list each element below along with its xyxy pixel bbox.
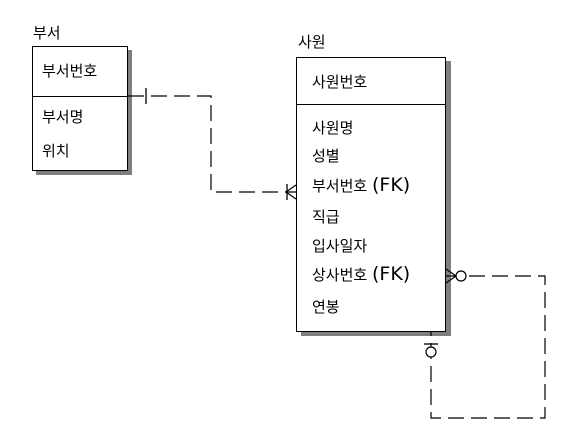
crowfoot-emp-end-top [285, 184, 297, 193]
entity-box-emp[interactable]: 사원번호 사원명 성별 부서번호 (FK) 직급 입사일자 상사번호 (FK) … [296, 57, 446, 332]
attr-emp-gender-label: 성별 [312, 147, 340, 165]
attr-emp-salary-label: 연봉 [312, 298, 340, 316]
crowfoot-manager-end-bottom [445, 275, 457, 284]
attr-emp-hire-date: 입사일자 [312, 237, 367, 255]
attr-emp-manager-no: 상사번호 (FK) [312, 263, 411, 285]
pk-separator-emp [297, 104, 445, 105]
entity-title-dept: 부서 [33, 24, 61, 42]
entity-box-dept[interactable]: 부서번호 부서명 위치 [32, 46, 128, 171]
fk-marker-dept-no: (FK) [371, 174, 411, 196]
attr-dept-location: 위치 [42, 142, 70, 160]
pk-separator-dept [33, 96, 127, 97]
attr-emp-hire-date-label: 입사일자 [312, 237, 368, 255]
zero-circle-manager-end [455, 270, 467, 282]
attr-dept-name: 부서명 [42, 108, 84, 126]
attr-emp-dept-no-label: 부서번호 [312, 177, 368, 195]
relationship-dept-emp-line[interactable] [128, 95, 296, 193]
attr-emp-manager-no-label: 상사번호 [312, 266, 368, 284]
attr-emp-rank: 직급 [312, 208, 340, 226]
pk-attr-emp-no: 사원번호 [312, 73, 368, 91]
attr-emp-name-label: 사원명 [312, 119, 354, 137]
attr-emp-name: 사원명 [312, 119, 353, 137]
pk-attr-dept-no: 부서번호 [42, 62, 98, 80]
entity-title-emp: 사원 [298, 33, 326, 51]
attr-emp-rank-label: 직급 [312, 208, 340, 226]
attr-emp-dept-no: 부서번호 (FK) [312, 174, 411, 196]
crowfoot-manager-end-top [445, 268, 457, 277]
attr-emp-gender: 성별 [312, 147, 340, 165]
attr-emp-salary: 연봉 [312, 298, 340, 316]
fk-marker-manager-no: (FK) [371, 263, 411, 285]
crowfoot-emp-end-bottom [285, 191, 297, 200]
zero-circle-self-end [425, 346, 437, 358]
relationship-emp-self-line[interactable] [430, 275, 546, 419]
